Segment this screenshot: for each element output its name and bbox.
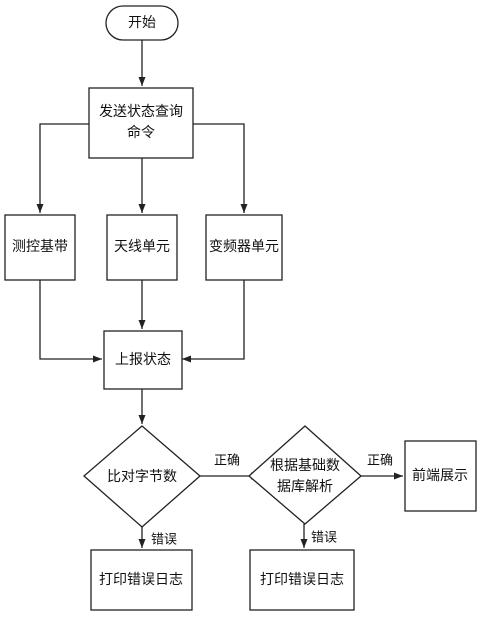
- display-label: 前端展示: [412, 467, 468, 484]
- edge-query-to-freqconv: [193, 123, 248, 213]
- report-node: 上报状态: [103, 330, 183, 390]
- baseband-label: 测控基带: [12, 238, 68, 255]
- freq-conv-node: 变频器单元: [205, 214, 283, 281]
- send-query-node: 发送状态查询 命令: [88, 87, 194, 159]
- start-label: 开始: [128, 15, 156, 31]
- log2-node: 打印错误日志: [249, 549, 355, 611]
- compare-decision: 比对字节数: [83, 425, 201, 528]
- log2-label: 打印错误日志: [260, 571, 344, 588]
- log1-node: 打印错误日志: [90, 549, 193, 611]
- edge-freqconv-to-report: [182, 280, 245, 363]
- log1-label: 打印错误日志: [99, 571, 183, 588]
- parse-ok-label: 正确: [367, 454, 393, 469]
- parse-label-line1: 根据基础数: [270, 457, 340, 474]
- edges: [36, 40, 403, 548]
- parse-label-line2: 据库解析: [277, 479, 333, 495]
- antenna-label: 天线单元: [114, 239, 170, 255]
- display-node: 前端展示: [404, 440, 477, 512]
- antenna-node: 天线单元: [106, 214, 178, 281]
- report-label: 上报状态: [115, 352, 171, 368]
- compare-label: 比对字节数: [107, 469, 177, 485]
- start-node: 开始: [105, 5, 179, 41]
- parse-err-label: 错误: [311, 531, 337, 546]
- edge-query-to-baseband: [36, 123, 89, 213]
- edge-baseband-to-report: [39, 280, 102, 363]
- compare-ok-label: 正确: [214, 454, 240, 469]
- baseband-node: 测控基带: [4, 214, 76, 281]
- send-query-label-line2: 命令: [127, 124, 155, 141]
- send-query-label-line1: 发送状态查询: [99, 104, 183, 120]
- freq-conv-label: 变频器单元: [209, 239, 279, 255]
- compare-err-label: 错误: [151, 533, 177, 548]
- parse-decision: 根据基础数 据库解析: [248, 425, 362, 525]
